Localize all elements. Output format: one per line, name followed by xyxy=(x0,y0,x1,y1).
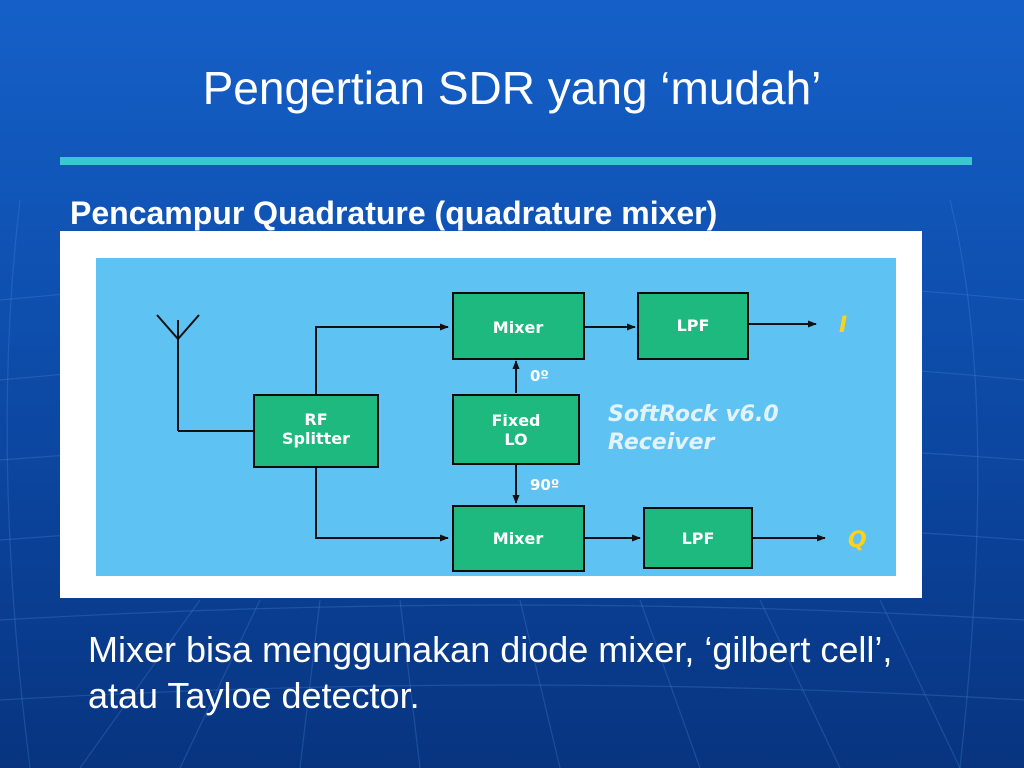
mixer-block-bottom xyxy=(452,505,585,572)
body-text: Mixer bisa menggunakan diode mixer, ‘gil… xyxy=(88,629,893,716)
lpf-block-bottom xyxy=(643,507,753,569)
rf-splitter-block xyxy=(253,394,379,468)
lpf-top-label: LPF xyxy=(677,316,710,335)
quadrature-mixer-diagram: RF Splitter Mixer Fixed LO Mixer LPF LPF… xyxy=(60,231,922,598)
signal-paths xyxy=(178,320,826,542)
antenna-icon xyxy=(156,314,200,431)
receiver-caption-line1: SoftRock v6.0 xyxy=(608,402,779,427)
slide-subtitle: Pencampur Quadrature (quadrature mixer) xyxy=(70,195,718,231)
fixed-lo-label-line2: LO xyxy=(504,430,527,449)
lpf-bottom-label: LPF xyxy=(682,529,715,548)
phase-label-top: 0º xyxy=(530,367,549,385)
fixed-lo-label-line1: Fixed xyxy=(491,411,540,430)
output-label-i: I xyxy=(839,313,847,338)
rf-splitter-label-line1: RF xyxy=(304,410,327,429)
phase-label-bottom: 90º xyxy=(530,476,559,494)
receiver-caption-line2: Receiver xyxy=(608,430,716,455)
mixer-bottom-label: Mixer xyxy=(493,529,544,548)
title-divider xyxy=(60,157,972,165)
mixer-top-label: Mixer xyxy=(493,318,544,337)
slide-title: Pengertian SDR yang ‘mudah’ xyxy=(202,62,822,114)
fixed-lo-block xyxy=(452,394,580,465)
lpf-block-top xyxy=(637,292,749,360)
output-label-q: Q xyxy=(848,528,867,553)
rf-splitter-label-line2: Splitter xyxy=(282,429,350,448)
mixer-block-top xyxy=(452,292,585,360)
